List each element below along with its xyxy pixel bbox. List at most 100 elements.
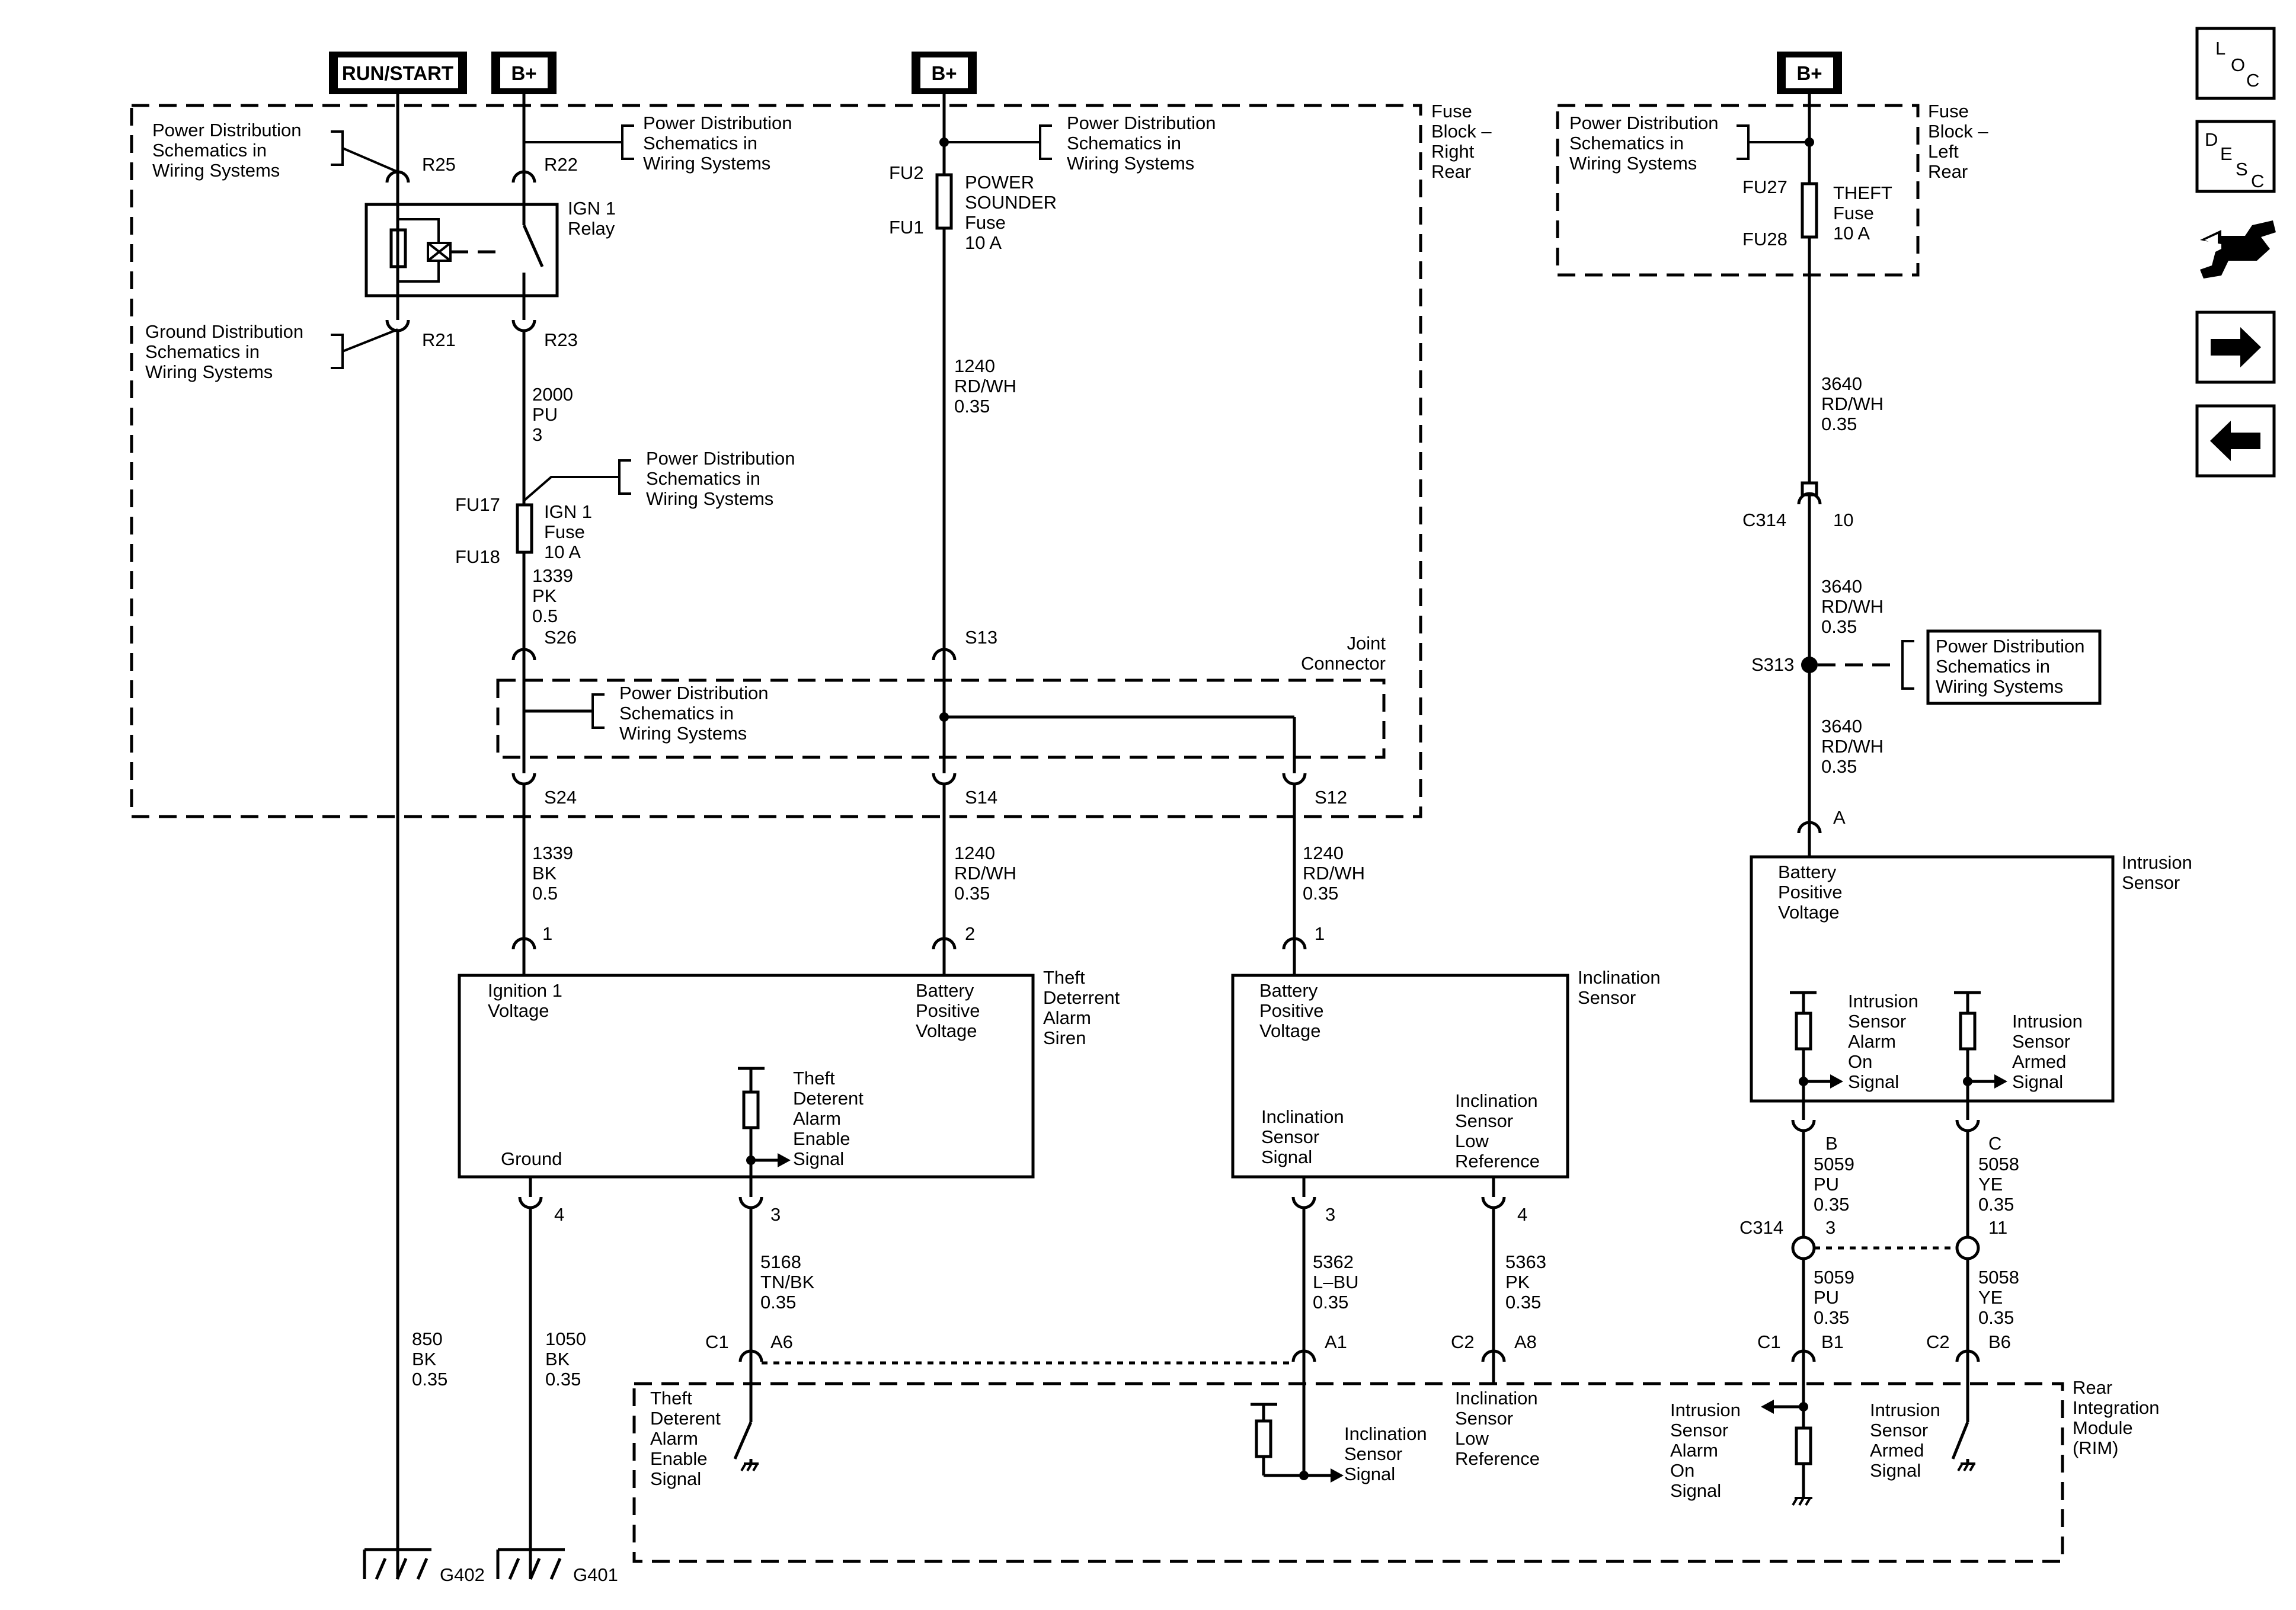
connector-icon[interactable]	[2200, 220, 2276, 279]
loc-button[interactable]: L O C	[2195, 27, 2276, 100]
svg-text:YE: YE	[1978, 1287, 2003, 1308]
svg-text:Enable: Enable	[650, 1448, 708, 1469]
joint-connector-label: Joint Connector	[1301, 633, 1386, 674]
wire-label-850: 850 BK 0.35	[412, 1329, 447, 1390]
svg-text:5362: 5362	[1313, 1251, 1354, 1272]
svg-text:Wiring Systems: Wiring Systems	[1067, 153, 1194, 174]
svg-text:Sensor: Sensor	[1870, 1420, 1928, 1441]
wire-label-5059-top: 5059 PU 0.35	[1814, 1154, 1854, 1215]
svg-text:3640: 3640	[1821, 716, 1862, 737]
pin-a1: A1	[1325, 1331, 1347, 1352]
pin-s14: S14	[965, 787, 997, 808]
pin-g402: G402	[440, 1564, 485, 1585]
svg-text:0.35: 0.35	[1313, 1292, 1348, 1313]
svg-text:3640: 3640	[1821, 373, 1862, 394]
pin-r25: R25	[422, 154, 456, 175]
inclination-sensor-module	[1231, 974, 1569, 1179]
svg-text:RD/WH: RD/WH	[954, 863, 1016, 884]
pin-fu27: FU27	[1742, 177, 1787, 197]
svg-text:Voltage: Voltage	[1259, 1020, 1320, 1041]
ref-ground-distribution: Ground Distribution Schematics in Wiring…	[145, 321, 398, 382]
wire-label-5363: 5363 PK 0.35	[1505, 1251, 1546, 1313]
svg-text:1339: 1339	[532, 565, 573, 586]
svg-text:5059: 5059	[1814, 1154, 1854, 1174]
pin-r23: R23	[544, 329, 578, 350]
svg-text:0.35: 0.35	[1814, 1307, 1849, 1328]
svg-text:Signal: Signal	[1848, 1071, 1899, 1092]
svg-text:On: On	[1848, 1051, 1872, 1072]
svg-text:PU: PU	[1814, 1287, 1839, 1308]
svg-text:BK: BK	[532, 863, 557, 884]
intrusion-sensor-name: Intrusion Sensor	[2122, 852, 2192, 893]
svg-text:Schematics in: Schematics in	[1067, 133, 1181, 153]
svg-text:Schematics in: Schematics in	[1569, 133, 1684, 153]
next-arrow-icon[interactable]	[2195, 311, 2276, 384]
svg-text:0.35: 0.35	[1821, 756, 1857, 777]
svg-text:Sensor: Sensor	[1344, 1443, 1402, 1464]
ign1-relay-label: IGN 1 Relay	[568, 198, 616, 239]
svg-text:0.35: 0.35	[1821, 616, 1857, 637]
svg-text:Reference: Reference	[1455, 1151, 1540, 1172]
svg-text:Sensor: Sensor	[2122, 872, 2180, 893]
svg-text:Right: Right	[1431, 141, 1475, 162]
previous-arrow-icon[interactable]	[2195, 404, 2276, 478]
svg-text:Voltage: Voltage	[488, 1000, 549, 1021]
svg-text:10 A: 10 A	[544, 542, 581, 562]
svg-text:Fuse: Fuse	[965, 212, 1006, 233]
desc-button[interactable]: D E S C	[2195, 120, 2276, 193]
svg-text:Signal: Signal	[650, 1468, 701, 1489]
svg-text:Connector: Connector	[1301, 653, 1386, 674]
svg-text:10 A: 10 A	[965, 232, 1002, 253]
svg-text:THEFT: THEFT	[1833, 183, 1892, 203]
svg-text:0.35: 0.35	[954, 396, 990, 417]
ground-g401	[496, 1548, 565, 1580]
wire-run-start	[385, 94, 410, 1579]
svg-text:Inclination: Inclination	[1344, 1423, 1427, 1444]
intr-armed-label: Intrusion Sensor Armed Signal	[2012, 1011, 2083, 1092]
svg-text:RD/WH: RD/WH	[1821, 736, 1884, 757]
siren-bat-voltage-label: Battery Positive Voltage	[916, 980, 980, 1041]
svg-text:10 A: 10 A	[1833, 223, 1870, 244]
ref-power-distribution-7: Power Distribution Schematics in Wiring …	[1818, 629, 2102, 705]
svg-text:0.35: 0.35	[1978, 1307, 2014, 1328]
wire-label-3640-1: 3640 RD/WH 0.35	[1821, 373, 1884, 434]
wire-label-1339-pk: 1339 PK 0.5	[532, 565, 573, 626]
svg-text:Sensor: Sensor	[2012, 1031, 2070, 1052]
ref-power-distribution-3: Power Distribution Schematics in Wiring …	[523, 448, 795, 509]
pin-s12: S12	[1315, 787, 1347, 808]
svg-text:Wiring Systems: Wiring Systems	[1569, 153, 1697, 174]
rim-outline	[632, 1382, 2064, 1563]
wire-5362	[1291, 1177, 1344, 1483]
svg-text:0.35: 0.35	[1978, 1194, 2014, 1215]
pin-b1: B1	[1821, 1331, 1844, 1352]
pin-intr-b: B	[1825, 1133, 1838, 1154]
svg-text:Low: Low	[1455, 1428, 1489, 1449]
pin-c314-mid: C314	[1739, 1217, 1783, 1238]
pin-c314-3: 3	[1825, 1217, 1835, 1238]
ign1-relay	[364, 203, 559, 297]
svg-text:Joint: Joint	[1347, 633, 1386, 654]
fuse-block-left-outline	[1556, 104, 1920, 277]
svg-text:5058: 5058	[1978, 1154, 2019, 1174]
svg-text:3640: 3640	[1821, 576, 1862, 597]
wire-label-2000: 2000 PU 3	[532, 384, 573, 445]
svg-text:Deterent: Deterent	[793, 1088, 864, 1109]
svg-text:Enable: Enable	[793, 1128, 850, 1149]
svg-text:BK: BK	[545, 1349, 570, 1369]
pin-fu17: FU17	[455, 494, 500, 515]
svg-text:Intrusion: Intrusion	[1870, 1400, 1940, 1420]
svg-text:Wiring Systems: Wiring Systems	[145, 361, 273, 382]
fuse-block-left-label: Fuse Block – Left Rear	[1928, 101, 1988, 182]
pin-fu2: FU2	[889, 162, 924, 183]
svg-text:Schematics in: Schematics in	[643, 133, 757, 153]
wire-5168	[733, 1177, 763, 1472]
svg-text:Signal: Signal	[2012, 1071, 2063, 1092]
wire-5363	[1481, 1177, 1506, 1384]
svg-text:Reference: Reference	[1455, 1448, 1540, 1469]
rim-intr-alarm-on-label: Intrusion Sensor Alarm On Signal	[1670, 1400, 1741, 1501]
svg-text:1050: 1050	[545, 1329, 586, 1349]
siren-enable-signal-label: Theft Deterent Alarm Enable Signal	[793, 1068, 864, 1169]
wire-label-1339-bk: 1339 BK 0.5	[532, 843, 573, 904]
wire-label-1240-right: 1240 RD/WH 0.35	[1303, 843, 1365, 904]
svg-text:Inclination: Inclination	[1455, 1388, 1538, 1409]
